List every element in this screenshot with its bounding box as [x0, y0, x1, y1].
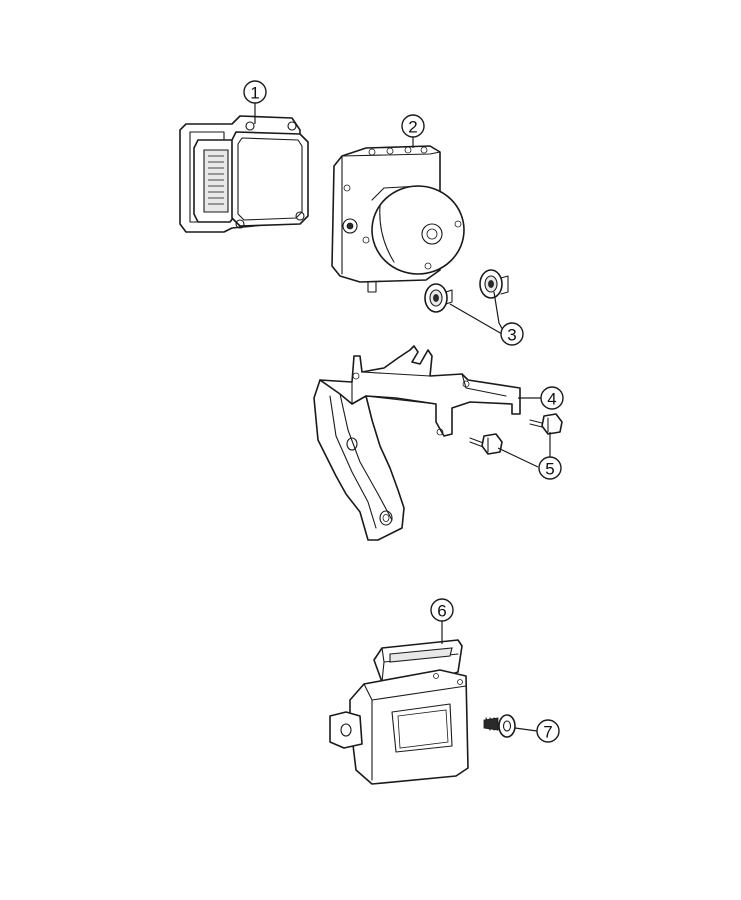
leader-7 — [514, 727, 538, 732]
part-1-control-module[interactable] — [179, 115, 309, 233]
callout-1-label: 1 — [250, 84, 259, 103]
callout-3-label: 3 — [507, 326, 516, 345]
callout-6[interactable]: 6 — [430, 598, 454, 622]
leader-3b — [449, 303, 503, 335]
part-2-hydraulic-unit[interactable] — [331, 145, 465, 293]
part-7-screw[interactable] — [483, 714, 516, 738]
part-5-bolts[interactable] — [469, 413, 563, 455]
part-3-isolators[interactable] — [424, 269, 509, 313]
callout-4[interactable]: 4 — [540, 386, 564, 410]
callout-2[interactable]: 2 — [401, 114, 425, 138]
callout-5-label: 5 — [545, 460, 554, 479]
callout-6-label: 6 — [437, 602, 446, 621]
leader-5b — [497, 447, 539, 468]
callout-2-label: 2 — [408, 118, 417, 137]
callout-5[interactable]: 5 — [538, 456, 562, 480]
callout-4-label: 4 — [547, 390, 556, 409]
part-4-bracket[interactable] — [313, 345, 521, 541]
callout-7-label: 7 — [543, 723, 552, 742]
part-6-module[interactable] — [329, 639, 469, 785]
callout-7[interactable]: 7 — [536, 719, 560, 743]
callout-1[interactable]: 1 — [243, 80, 267, 104]
callout-3[interactable]: 3 — [500, 322, 524, 346]
